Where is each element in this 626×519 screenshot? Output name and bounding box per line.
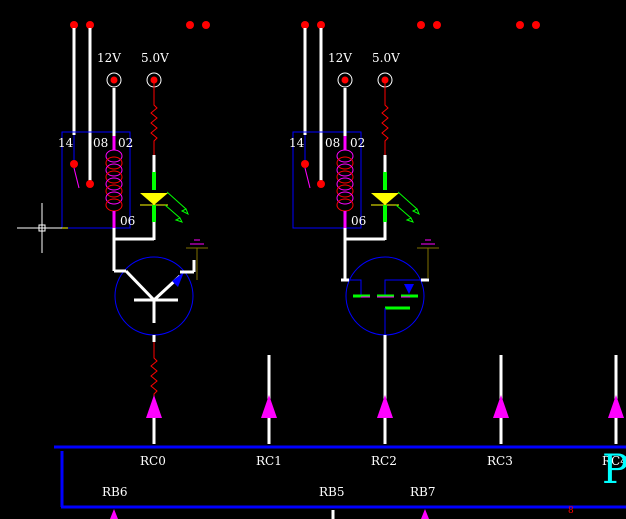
switch-arm (304, 167, 311, 189)
terminal-dot (341, 76, 349, 84)
bus-pin-rc0: RC0 (140, 454, 166, 468)
terminal-dot (110, 76, 118, 84)
contact-dot (70, 160, 78, 168)
contact-dot (301, 160, 309, 168)
input-arrow-icon (377, 395, 393, 418)
relay-pin-14: 14 (58, 136, 74, 150)
supply-label-12v: 12V (328, 51, 352, 65)
bus-pin-rb5: RB5 (319, 485, 345, 499)
node-dot[interactable] (532, 21, 540, 29)
relay-pin-02: 02 (350, 136, 366, 150)
mosfet-arrow (404, 284, 414, 294)
circuit-left (18, 28, 208, 420)
bus-pin-rc4: RC4 (602, 454, 626, 468)
relay-pin-06: 06 (351, 214, 367, 228)
switch-arm (73, 167, 80, 189)
supply-label-5v: 5.0V (141, 51, 169, 65)
relay-coil (105, 149, 123, 212)
relay-pin-02: 02 (118, 136, 134, 150)
top-dots (70, 21, 540, 29)
relay-coil (336, 149, 354, 212)
supply-label-5v: 5.0V (372, 51, 400, 65)
bjt-body[interactable] (114, 256, 194, 336)
relay-pin-08: 08 (325, 136, 341, 150)
input-arrow-icon (110, 509, 118, 519)
contact-dot (86, 180, 94, 188)
terminal-dot (150, 76, 158, 84)
relay-box[interactable] (292, 131, 362, 229)
bus-inputs (146, 343, 624, 444)
resistor[interactable] (381, 83, 389, 155)
component-designator: P (602, 447, 626, 493)
bjt-emitter-arrow (172, 272, 184, 287)
crosshair-cursor-icon (17, 203, 61, 253)
node-dot[interactable] (417, 21, 425, 29)
circuit-right (292, 28, 439, 343)
terminal-dot (381, 76, 389, 84)
led-triangle[interactable] (371, 193, 399, 205)
led-triangle[interactable] (140, 193, 168, 205)
bus-pin-rc1: RC1 (256, 454, 282, 468)
node-dot[interactable] (317, 21, 325, 29)
bus-pin-rc2: RC2 (371, 454, 397, 468)
relay-pin-08: 08 (93, 136, 109, 150)
input-arrow-icon (421, 509, 429, 519)
led-light-rays-icon (395, 191, 420, 223)
node-dot[interactable] (70, 21, 78, 29)
terminal-12v[interactable] (106, 72, 122, 88)
supply-label-12v: 12V (97, 51, 121, 65)
node-dot[interactable] (202, 21, 210, 29)
input-arrow-icon (146, 395, 162, 418)
node-dot[interactable] (86, 21, 94, 29)
node-dot[interactable] (186, 21, 194, 29)
resistor[interactable] (150, 83, 158, 155)
mosfet-lead (384, 279, 421, 296)
node-dot[interactable] (433, 21, 441, 29)
terminal-12v[interactable] (337, 72, 353, 88)
bjt-collector (124, 269, 156, 302)
input-arrow-icon (493, 395, 509, 418)
input-arrow-icon (261, 395, 277, 418)
bus-pin-rb6: RB6 (102, 485, 128, 499)
bus-pin-rb7: RB7 (410, 485, 436, 499)
pin-number-label: 8 (568, 506, 574, 516)
relay-pin-14: 14 (289, 136, 305, 150)
input-arrow-icon (608, 395, 624, 418)
node-dot[interactable] (301, 21, 309, 29)
resistor[interactable] (150, 342, 158, 420)
bus-pin-rc3: RC3 (487, 454, 513, 468)
node-dot[interactable] (516, 21, 524, 29)
relay-box[interactable] (61, 131, 131, 229)
led-light-rays-icon (164, 191, 189, 223)
mosfet-lead (349, 279, 362, 296)
relay-pin-06: 06 (120, 214, 136, 228)
contact-dot (317, 180, 325, 188)
